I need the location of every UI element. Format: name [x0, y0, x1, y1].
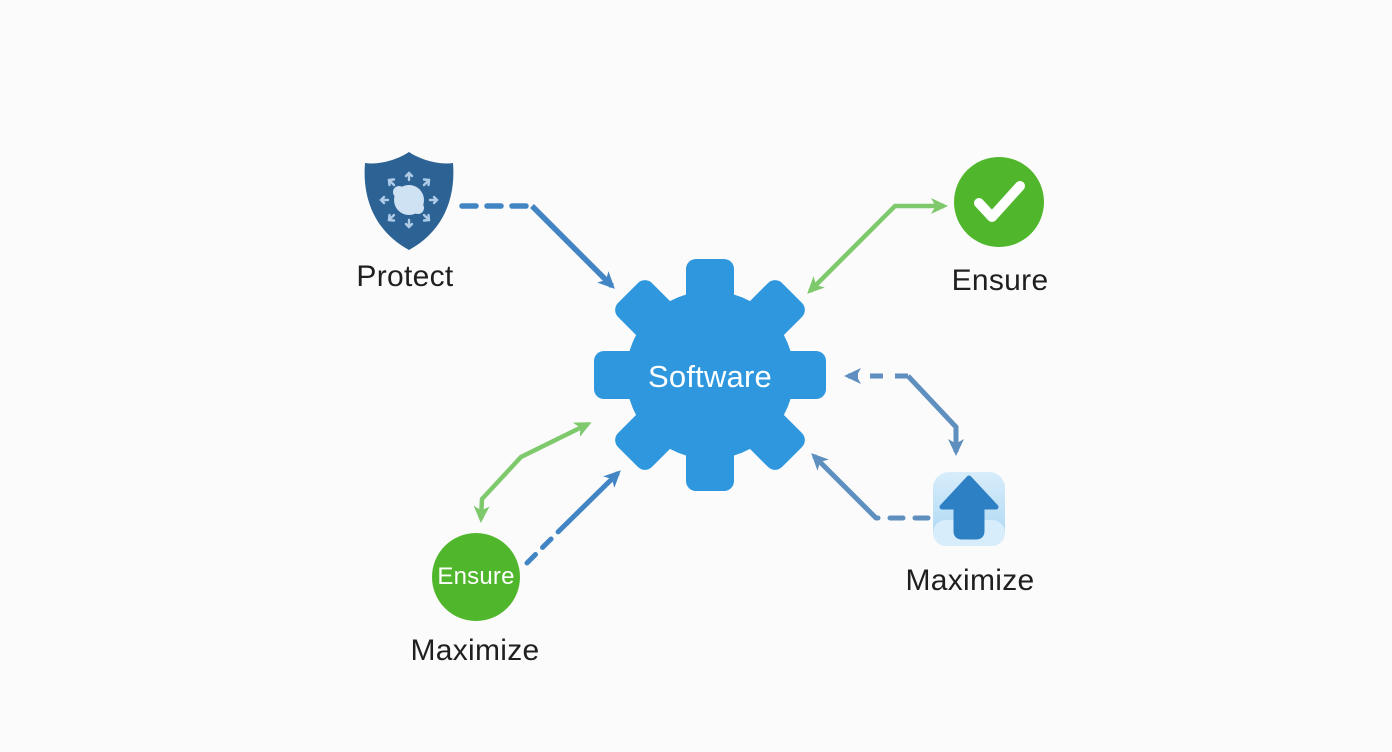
arrow-protect-to-software: [459, 203, 615, 289]
virus-pattern: [379, 171, 439, 229]
maximize-right-label: Maximize: [905, 564, 1035, 597]
arrow-maximize-left-to-software: [524, 470, 621, 566]
gear-icon: [594, 259, 826, 491]
check-circle-icon: [954, 157, 1044, 247]
arrow-maximize-right-to-software: [811, 453, 931, 521]
shield-virus-icon: [364, 152, 454, 250]
arrow-software-maximize-left-bidirectional: [473, 421, 592, 523]
up-arrow-icon: [939, 475, 999, 540]
arrow-software-ensure-bidirectional: [807, 198, 948, 294]
green-circle-badge: [432, 533, 520, 621]
arrow-software-maximize-right-bidirectional: [844, 368, 964, 456]
checkmark-icon: [974, 181, 1025, 222]
up-arrow-app-icon: [933, 472, 1005, 546]
software-center-label: Software: [648, 359, 772, 394]
maximize-left-label: Maximize: [410, 634, 540, 667]
ensure-label: Ensure: [951, 264, 1049, 297]
ensure-badge-label: Ensure: [437, 563, 515, 590]
protect-label: Protect: [356, 260, 454, 293]
